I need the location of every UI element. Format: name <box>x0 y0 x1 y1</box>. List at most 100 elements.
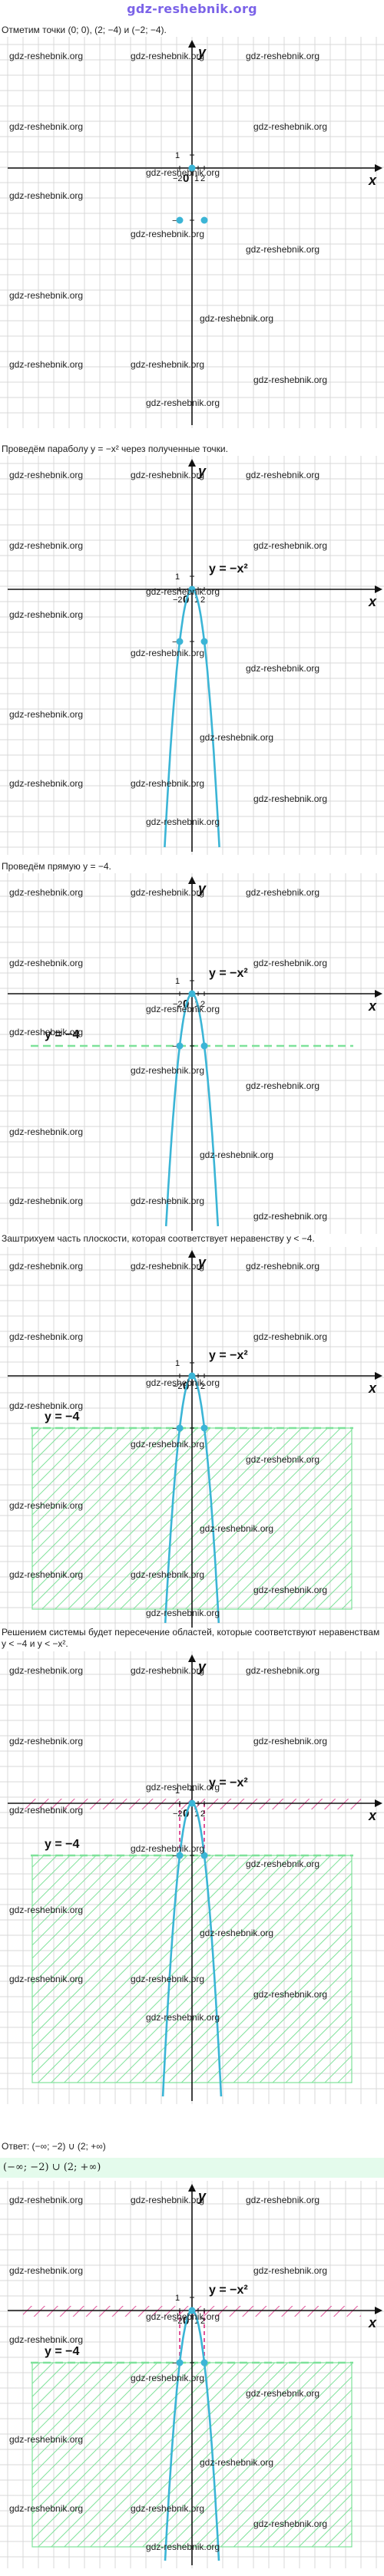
watermark-text: gdz-reshebnik.org <box>131 1569 205 1580</box>
watermark-text: gdz-reshebnik.org <box>131 1974 205 1984</box>
watermark-text: gdz-reshebnik.org <box>253 121 328 132</box>
watermark-text: gdz-reshebnik.org <box>246 2195 320 2205</box>
watermark-text: gdz-reshebnik.org <box>9 609 84 620</box>
watermark-text: gdz-reshebnik.org <box>131 1843 205 1854</box>
step-caption: Проведём прямую y = −4. <box>2 861 111 872</box>
watermark-text: gdz-reshebnik.org <box>146 816 220 827</box>
watermark-text: gdz-reshebnik.org <box>9 51 84 61</box>
x-tick-label: 2 <box>200 174 205 183</box>
watermark-text: gdz-reshebnik.org <box>146 1004 220 1014</box>
x-tick-label: 2 <box>200 1000 205 1009</box>
watermark-text: gdz-reshebnik.org <box>9 1027 84 1037</box>
watermark-text: gdz-reshebnik.org <box>131 1261 205 1272</box>
watermark-text: gdz-reshebnik.org <box>131 1065 205 1076</box>
watermark-text: gdz-reshebnik.org <box>9 1196 84 1206</box>
parabola-label: y = −x² <box>209 1776 248 1789</box>
coordinate-plane: xy0−212121−4y = −x² <box>0 456 384 855</box>
y-axis-label: y <box>197 463 207 479</box>
watermark-text: gdz-reshebnik.org <box>253 793 328 804</box>
watermark-text: gdz-reshebnik.org <box>131 359 205 370</box>
watermark-text: gdz-reshebnik.org <box>9 2434 84 2445</box>
x-tick-label: 2 <box>200 595 205 605</box>
x-axis-label: x <box>368 998 377 1014</box>
x-tick-label: −2 <box>173 2317 183 2326</box>
watermark-text: gdz-reshebnik.org <box>9 1569 84 1580</box>
line-label: y = −4 <box>45 1838 79 1851</box>
grid <box>0 873 384 1234</box>
site-title[interactable]: gdz-reshebnik.org <box>127 2 257 16</box>
watermark-text: gdz-reshebnik.org <box>9 2195 84 2205</box>
watermark-text: gdz-reshebnik.org <box>9 290 84 301</box>
watermark-text: gdz-reshebnik.org <box>9 1261 84 1272</box>
watermark-text: gdz-reshebnik.org <box>9 1665 84 1676</box>
step-caption: Проведём параболу y = −x² через полученн… <box>2 444 228 454</box>
graph-point <box>200 216 208 224</box>
coordinate-plane: xy0−212121−4y = −x²y = −4 <box>0 2181 384 2568</box>
coordinate-plane: xy0−212121−4y = −x²y = −4 <box>0 1247 384 1631</box>
coordinate-plane: xy0−212121−4 <box>0 37 384 428</box>
watermark-text: gdz-reshebnik.org <box>246 2388 320 2399</box>
step-caption: Решением системы будет пересечение облас… <box>2 1627 380 1649</box>
watermark-text: gdz-reshebnik.org <box>146 1782 220 1793</box>
x-axis-label: x <box>368 173 377 188</box>
watermark-text: gdz-reshebnik.org <box>131 51 205 61</box>
y-tick-label: 1 <box>175 572 180 582</box>
watermark-text: gdz-reshebnik.org <box>146 586 220 597</box>
watermark-text: gdz-reshebnik.org <box>131 1439 205 1450</box>
graph-frame: xy0−212121−4y = −x²y = −4gdz-reshebnik.o… <box>0 873 384 1234</box>
graph-point <box>188 990 196 998</box>
watermark-text: gdz-reshebnik.org <box>9 470 84 480</box>
watermark-text: gdz-reshebnik.org <box>131 648 205 658</box>
y-tick-label: 1 <box>175 977 180 986</box>
watermark-text: gdz-reshebnik.org <box>9 1126 84 1137</box>
watermark-text: gdz-reshebnik.org <box>253 1736 328 1746</box>
graph-point <box>200 1424 208 1432</box>
line-label: y = −4 <box>45 1028 79 1041</box>
watermark-text: gdz-reshebnik.org <box>246 887 320 898</box>
graph-frame: xy0−212121−4gdz-reshebnik.orggdz-reshebn… <box>0 37 384 428</box>
graph-point <box>188 164 196 172</box>
graph-point <box>200 638 208 645</box>
y-tick-label: 1 <box>175 1359 180 1368</box>
parabola-label: y = −x² <box>209 562 248 576</box>
graph-point <box>188 1372 196 1380</box>
watermark-text: gdz-reshebnik.org <box>9 190 84 201</box>
watermark-text: gdz-reshebnik.org <box>246 244 320 255</box>
watermark-text: gdz-reshebnik.org <box>246 1080 320 1091</box>
x-axis-label: x <box>368 1380 377 1396</box>
graph-frame: xy0−212121−4y = −x²y = −4gdz-reshebnik.o… <box>0 1247 384 1631</box>
watermark-text: gdz-reshebnik.org <box>9 1805 84 1816</box>
watermark-text: gdz-reshebnik.org <box>246 470 320 480</box>
y-axis-label: y <box>197 1659 207 1674</box>
watermark-text: gdz-reshebnik.org <box>253 1331 328 1342</box>
watermark-text: gdz-reshebnik.org <box>146 1377 220 1388</box>
y-tick-label: 1 <box>175 2294 180 2303</box>
graph-point <box>176 1424 184 1432</box>
watermark-text: gdz-reshebnik.org <box>253 374 328 385</box>
step-caption: Отметим точки (0; 0), (2; −4) и (−2; −4)… <box>2 25 167 35</box>
watermark-text: gdz-reshebnik.org <box>200 1523 274 1534</box>
watermark-text: gdz-reshebnik.org <box>246 51 320 61</box>
x-tick-label: 2 <box>200 1809 205 1819</box>
watermark-text: gdz-reshebnik.org <box>246 1261 320 1272</box>
watermark-text: gdz-reshebnik.org <box>146 1608 220 1618</box>
watermark-text: gdz-reshebnik.org <box>9 121 84 132</box>
x-tick-label: −2 <box>173 1000 183 1009</box>
watermark-text: gdz-reshebnik.org <box>131 2503 205 2514</box>
y-axis-label: y <box>197 881 207 896</box>
y-tick-label: 1 <box>175 151 180 160</box>
y-tick-label: 12 <box>175 1651 184 1652</box>
watermark-text: gdz-reshebnik.org <box>200 2457 274 2468</box>
x-axis-label: x <box>368 594 377 609</box>
coordinate-plane: xy0−212121−4y = −x²y = −4 <box>0 1651 384 2104</box>
watermark-text: gdz-reshebnik.org <box>253 2265 328 2276</box>
watermark-text: gdz-reshebnik.org <box>131 1196 205 1206</box>
watermark-text: gdz-reshebnik.org <box>253 540 328 551</box>
watermark-text: gdz-reshebnik.org <box>131 2373 205 2383</box>
watermark-text: gdz-reshebnik.org <box>9 1905 84 1915</box>
graph-point <box>188 585 196 593</box>
x-tick-label: 2 <box>200 1382 205 1391</box>
watermark-text: gdz-reshebnik.org <box>253 958 328 968</box>
x-tick-label: 2 <box>200 2317 205 2326</box>
watermark-text: gdz-reshebnik.org <box>146 167 220 178</box>
